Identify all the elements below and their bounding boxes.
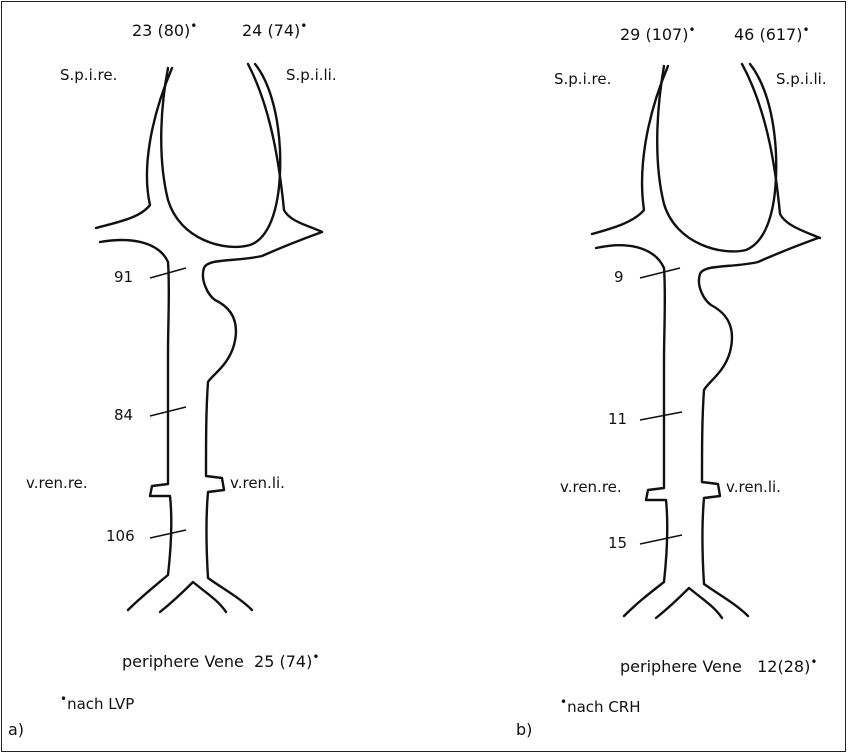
panel-letter: a) — [8, 722, 24, 738]
peripheral-label: periphere Vene 12(28)• — [620, 656, 817, 675]
panel-a: 23 (80)• 24 (74)• S.p.i.re. S.p.i.li. 91… — [0, 0, 424, 755]
sample-upper-value: 9 — [614, 270, 624, 285]
panel-b: 29 (107)• 46 (617)• S.p.i.re. S.p.i.li. … — [424, 0, 848, 755]
footnote: •nach CRH — [560, 696, 640, 715]
vessel-label-left: S.p.i.re. — [60, 68, 117, 83]
top-right-value: 46 (617)• — [734, 24, 810, 43]
renal-right-label: v.ren.re. — [26, 476, 88, 491]
venous-diagram-b — [424, 0, 848, 755]
sample-upper-value: 91 — [114, 270, 133, 285]
sample-middle-value: 84 — [114, 408, 133, 423]
renal-left-label: v.ren.li. — [726, 480, 781, 495]
renal-left-label: v.ren.li. — [230, 476, 285, 491]
renal-right-label: v.ren.re. — [560, 480, 622, 495]
top-left-value: 29 (107)• — [620, 24, 696, 43]
vessel-label-right: S.p.i.li. — [776, 72, 827, 87]
vessel-label-left: S.p.i.re. — [554, 72, 611, 87]
top-left-value: 23 (80)• — [132, 20, 197, 39]
sample-lower-value: 15 — [608, 536, 627, 551]
venous-diagram-a — [0, 0, 424, 755]
footnote: •nach LVP — [60, 693, 134, 712]
sample-middle-value: 11 — [608, 412, 627, 427]
peripheral-label: periphere Vene 25 (74)• — [122, 651, 319, 670]
panel-letter: b) — [516, 722, 532, 738]
top-right-value: 24 (74)• — [242, 20, 307, 39]
vessel-label-right: S.p.i.li. — [286, 68, 337, 83]
sample-lower-value: 106 — [106, 529, 135, 544]
